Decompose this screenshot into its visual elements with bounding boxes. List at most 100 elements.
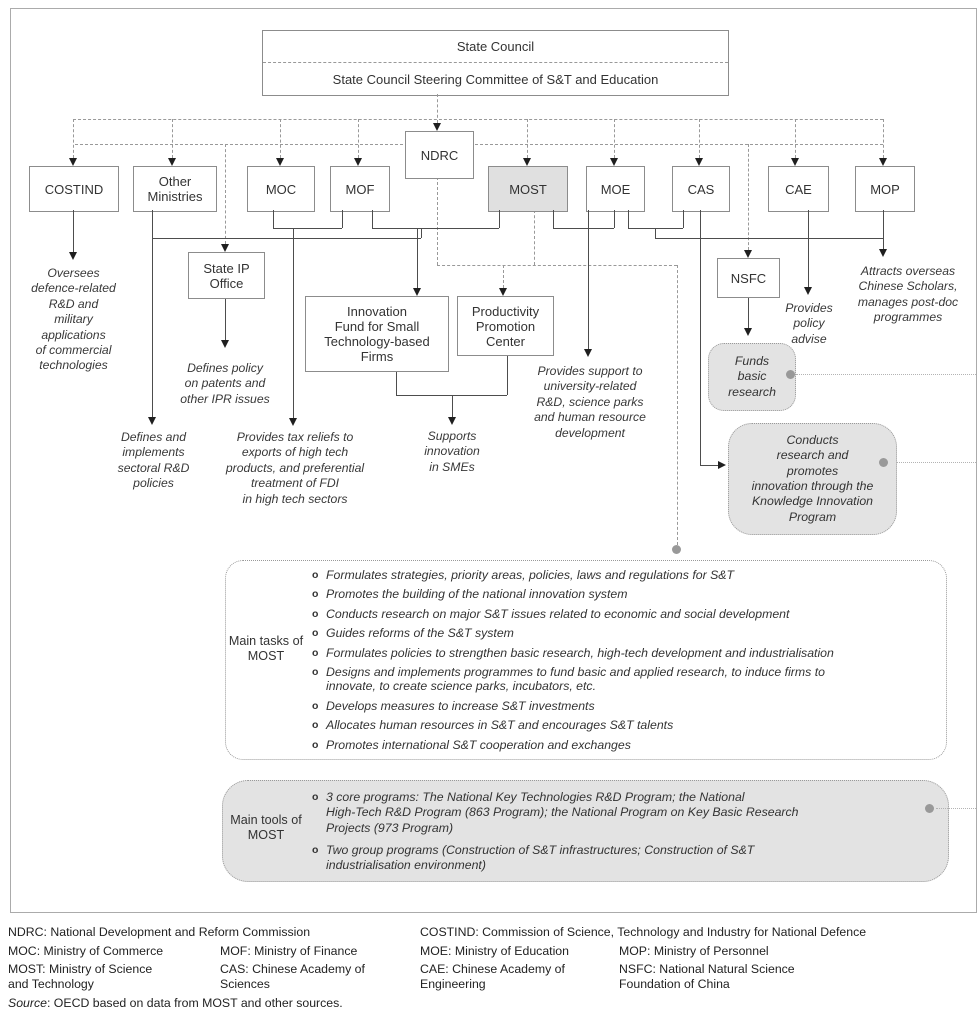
tools-box-dot	[925, 804, 934, 813]
node-mop: MOP	[855, 166, 915, 212]
line	[795, 119, 796, 158]
line	[614, 119, 615, 158]
line	[273, 210, 274, 228]
line	[358, 119, 359, 158]
arrow-innovation-fund	[413, 288, 421, 296]
bullet-icon: o	[312, 627, 319, 640]
line	[683, 210, 684, 228]
line	[614, 210, 615, 228]
line	[225, 144, 226, 244]
line	[507, 354, 508, 395]
arrow-moc	[276, 158, 284, 166]
line	[808, 210, 809, 287]
note-state-ip: Defines policy on patents and other IPR …	[180, 361, 270, 406]
line	[700, 465, 718, 466]
note-tax-reliefs: Provides tax reliefs to exports of high …	[225, 430, 365, 506]
bullet-icon: o	[312, 719, 319, 732]
line	[655, 238, 883, 239]
line	[896, 462, 976, 463]
bullet-icon: o	[312, 666, 319, 679]
note-smes: Supports innovation in SMEs	[424, 429, 480, 474]
source-line: Source: OECD based on data from MOST and…	[8, 996, 343, 1011]
bullet-icon: o	[312, 738, 319, 751]
legend-mof: MOF: Ministry of Finance	[220, 944, 358, 958]
line	[628, 210, 629, 228]
node-other-ministries: Other Ministries	[133, 166, 217, 212]
arrow-most	[523, 158, 531, 166]
arrow-smes-note	[448, 417, 456, 425]
legend-moc: MOC: Ministry of Commerce	[8, 944, 164, 958]
main-tools-box	[222, 780, 949, 882]
legend-nsfc: NSFC: National Natural Science Foundatio…	[619, 962, 795, 991]
line	[152, 210, 153, 417]
node-most: MOST	[488, 166, 568, 212]
arrow-state-ip	[221, 244, 229, 252]
node-state-ip: State IP Office	[188, 252, 265, 299]
line	[883, 210, 884, 249]
bullet-icon: o	[312, 699, 319, 712]
line	[75, 144, 883, 145]
line	[73, 119, 883, 120]
legend-ndrc: NDRC: National Development and Reform Co…	[8, 925, 311, 939]
legend-most: MOST: Ministry of Science and Technology	[8, 962, 153, 991]
note-other-ministries: Defines and implements sectoral R&D poli…	[117, 430, 190, 491]
state-council-title: State Council	[456, 39, 535, 54]
node-cas: CAS	[672, 166, 730, 212]
legend-cae: CAE: Chinese Academy of Engineering	[420, 962, 565, 991]
legend-costind: COSTIND: Commission of Science, Technolo…	[420, 925, 867, 939]
arrow-costind	[69, 158, 77, 166]
arrow-ndrc	[433, 123, 441, 131]
line	[437, 265, 677, 266]
arrow-moe-note	[584, 349, 592, 357]
line	[553, 228, 614, 229]
note-costind: Oversees defence-related R&D and militar…	[31, 266, 116, 373]
arrow-mop	[879, 158, 887, 166]
node-innovation-fund: Innovation Fund for Small Technology-bas…	[305, 296, 449, 372]
arrow-ip-note	[221, 340, 229, 348]
legend-mop: MOP: Ministry of Personnel	[619, 944, 769, 958]
line	[553, 210, 554, 228]
line	[280, 119, 281, 158]
line	[534, 210, 535, 265]
arrow-other-note	[148, 417, 156, 425]
legend-cas: CAS: Chinese Academy of Sciences	[220, 962, 365, 991]
arrow-nsfc	[744, 250, 752, 258]
tasks-connector-dot	[672, 545, 681, 554]
line	[342, 210, 343, 228]
main-tools-label: Main tools of MOST	[230, 813, 302, 842]
bullet-icon: o	[312, 588, 319, 601]
arrow-cae-note	[804, 287, 812, 295]
node-cae: CAE	[768, 166, 829, 212]
source-label: Source	[8, 996, 47, 1010]
line	[421, 228, 422, 238]
line	[748, 144, 749, 250]
arrow-cae	[791, 158, 799, 166]
line	[437, 94, 438, 123]
node-nsfc: NSFC	[717, 258, 780, 298]
note-moe: Provides support to university-related R…	[534, 364, 646, 440]
note-mop: Attracts overseas Chinese Scholars, mana…	[857, 264, 959, 325]
bullet-icon: o	[312, 646, 319, 659]
line	[699, 119, 700, 158]
line	[527, 119, 528, 158]
arrow-mop-note	[879, 249, 887, 257]
state-council-box: State Council State Council Steering Com…	[262, 30, 729, 96]
line	[396, 395, 507, 396]
line	[372, 228, 499, 229]
arrow-ppc	[499, 288, 507, 296]
arrow-moe	[610, 158, 618, 166]
source-text: : OECD based on data from MOST and other…	[46, 996, 343, 1010]
line	[677, 265, 678, 545]
blob-funds-basic-research: Funds basic research	[708, 343, 796, 411]
line	[748, 296, 749, 328]
bullet-icon: o	[312, 607, 319, 620]
arrow-other-ministries	[168, 158, 176, 166]
